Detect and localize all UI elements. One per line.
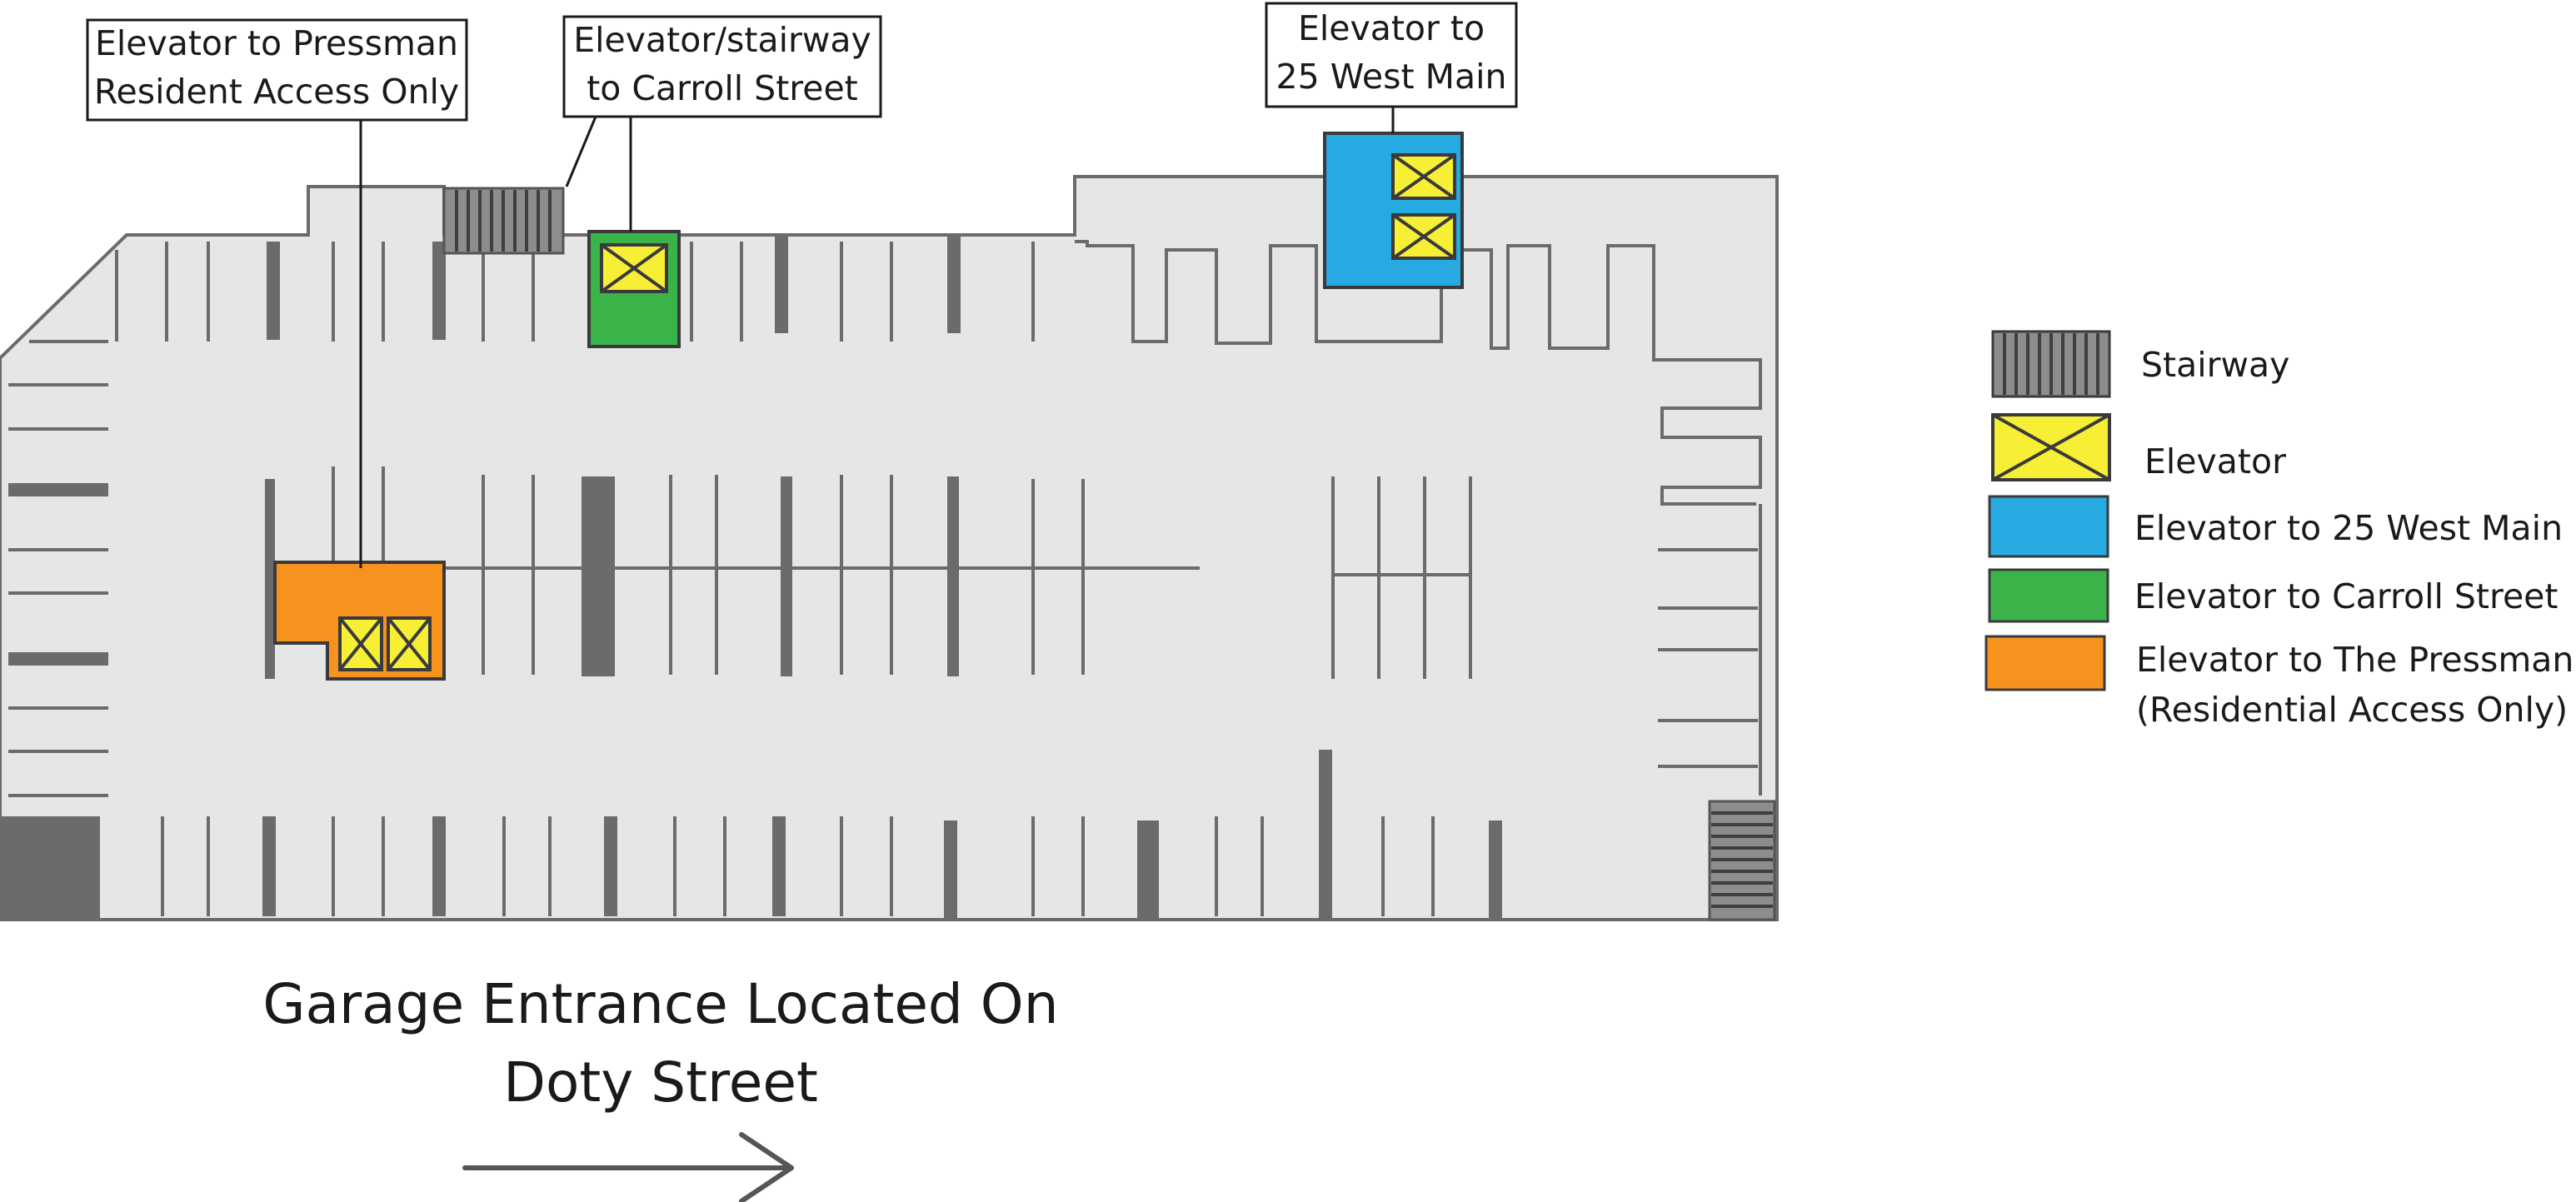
entrance-line1: Garage Entrance Located On — [262, 972, 1058, 1036]
legend-label-pressman-line2: (Residential Access Only) — [2136, 690, 2568, 730]
elevator-block-carroll — [587, 230, 681, 348]
elevator-icon — [1391, 153, 1456, 200]
west-main-swatch — [1988, 495, 2109, 558]
stairway-bottom-right — [1708, 800, 1776, 921]
parking-stalls-top-left — [115, 242, 1035, 342]
callout-pressman-line2: Resident Access Only — [94, 72, 459, 112]
legend-label-pressman-line1: Elevator to The Pressman — [2136, 640, 2574, 680]
elevator-block-west-main — [1323, 132, 1464, 289]
legend-label-carroll: Elevator to Carroll Street — [2134, 576, 2558, 616]
pressman-swatch — [1984, 635, 2106, 691]
arrow-right-icon — [462, 1132, 794, 1202]
callout-west-main-line2: 25 West Main — [1276, 57, 1507, 97]
callout-pressman-line1: Elevator to Pressman — [95, 23, 458, 63]
parking-stalls-bottom — [161, 816, 1435, 916]
garage-floor — [0, 175, 1779, 921]
legend: Stairway Elevator Elevator to 25 West Ma… — [1984, 330, 2574, 730]
entrance-note: Garage Entrance Located On Doty Street — [262, 972, 1059, 1202]
callout-pressman: Elevator to Pressman Resident Access Onl… — [86, 18, 468, 122]
parking-stalls-center — [332, 466, 1472, 679]
parking-stalls-right — [1658, 504, 1762, 796]
elevator-icon — [338, 616, 383, 671]
legend-item-west-main: Elevator to 25 West Main — [1988, 495, 2563, 558]
carroll-swatch — [1988, 568, 2109, 623]
elevator-icon — [1991, 413, 2111, 481]
callout-leaders — [359, 107, 1395, 568]
stairway-swatch — [1991, 330, 2111, 398]
elevator-block-pressman — [273, 561, 446, 681]
parking-columns-center — [265, 476, 959, 679]
legend-label-west-main: Elevator to 25 West Main — [2134, 508, 2563, 548]
callout-carroll-line2: to Carroll Street — [587, 68, 858, 108]
parking-columns-left — [0, 483, 108, 920]
stairway-top — [442, 187, 565, 255]
parking-columns-bottom — [262, 750, 1502, 920]
legend-item-stairway: Stairway — [1991, 330, 2289, 398]
callout-carroll: Elevator/stairway to Carroll Street — [562, 15, 882, 118]
callout-west-main-line1: Elevator to — [1298, 8, 1485, 48]
top-right-wall — [1075, 240, 1762, 506]
legend-item-elevator: Elevator — [1991, 413, 2286, 481]
parking-stalls-left — [8, 340, 108, 797]
callout-carroll-line1: Elevator/stairway — [573, 20, 871, 60]
elevator-icon — [600, 243, 668, 293]
legend-label-stairway: Stairway — [2141, 345, 2289, 385]
parking-columns-top — [267, 235, 961, 340]
entrance-line2: Doty Street — [503, 1050, 818, 1115]
legend-item-carroll: Elevator to Carroll Street — [1988, 568, 2558, 623]
callout-west-main: Elevator to 25 West Main — [1265, 2, 1518, 108]
legend-label-elevator: Elevator — [2144, 441, 2286, 481]
elevator-icon — [387, 616, 432, 671]
legend-item-pressman: Elevator to The Pressman (Residential Ac… — [1984, 635, 2574, 730]
elevator-icon — [1391, 213, 1456, 260]
